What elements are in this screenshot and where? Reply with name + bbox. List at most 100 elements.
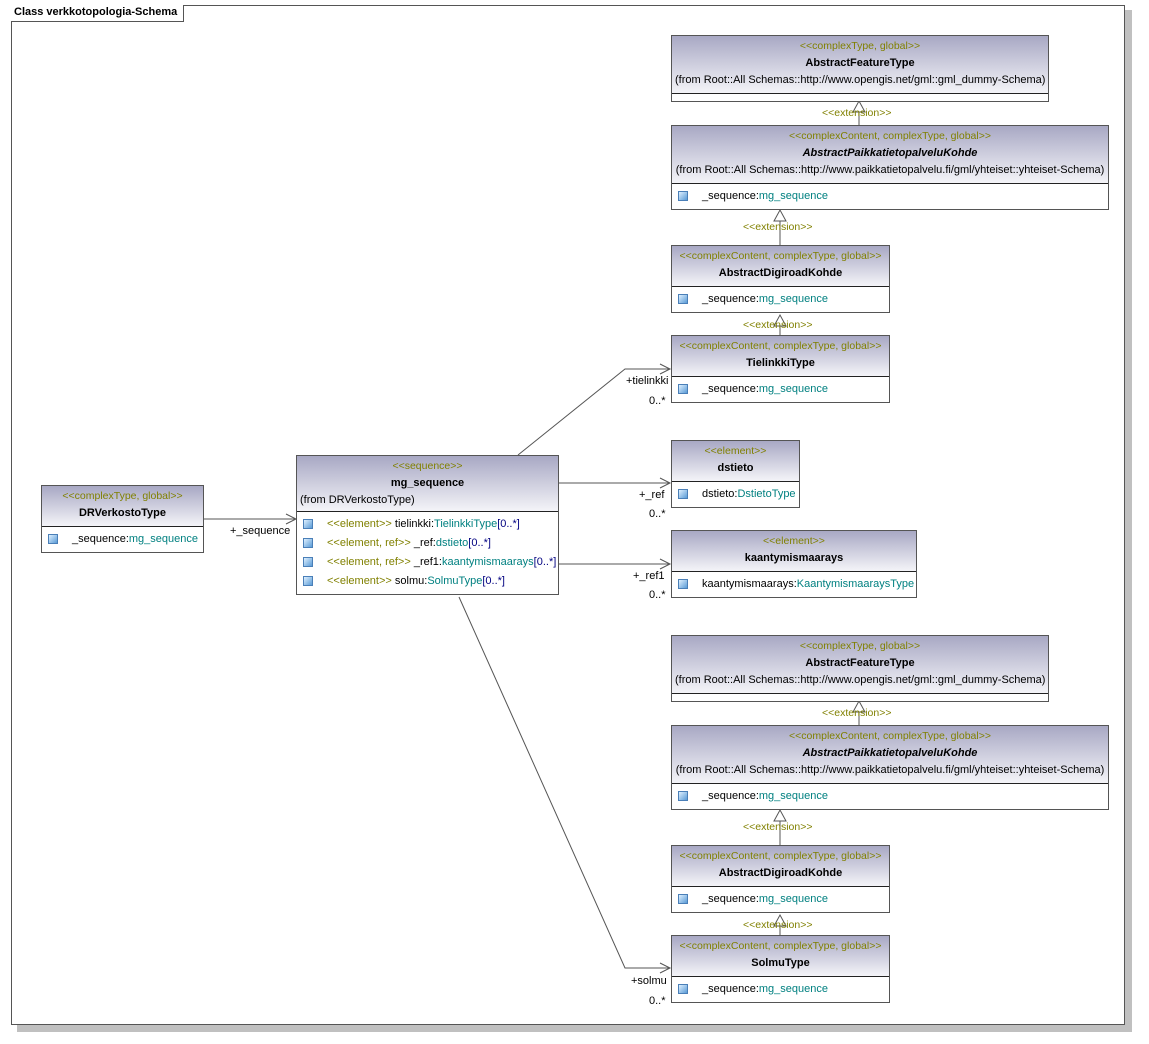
class-drverkostotype[interactable]: <<complexType, global>> DRVerkostoType _… <box>41 485 204 553</box>
attribute-list: <<element>> tielinkki:TielinkkiType[0..*… <box>297 512 558 594</box>
attribute[interactable]: dstieto:DstietoType <box>678 485 799 504</box>
attribute-list: _sequence:mg_sequence <box>672 977 889 1002</box>
class-name: kaantymismaarays <box>744 552 844 564</box>
attribute-icon <box>678 579 688 590</box>
role-label-ref1: +_ref1 <box>633 570 665 582</box>
extension-label: <<extension>> <box>743 919 813 931</box>
class-abstractdigiroadkohde[interactable]: <<complexContent, complexType, global>> … <box>671 245 890 313</box>
class-abstractfeaturetype[interactable]: <<complexType, global>> AbstractFeatureT… <box>671 35 1049 102</box>
class-name: AbstractFeatureType <box>805 657 915 669</box>
stereotype: <<complexType, global>> <box>799 640 921 652</box>
attribute-icon <box>303 576 313 587</box>
class-name: mg_sequence <box>390 477 465 489</box>
stereotype: <<complexContent, complexType, global>> <box>679 340 882 352</box>
multiplicity-tielinkki: 0..* <box>649 395 666 407</box>
attribute[interactable]: _sequence:mg_sequence <box>678 290 889 309</box>
attribute[interactable]: <<element, ref>> _ref:dstieto[0..*] <box>303 534 558 553</box>
extension-label: <<extension>> <box>743 821 813 833</box>
role-label-solmu: +solmu <box>631 975 667 987</box>
class-header: <<complexType, global>> DRVerkostoType <box>42 486 203 527</box>
attribute-icon <box>678 191 688 202</box>
attribute[interactable]: <<element>> solmu:SolmuType[0..*] <box>303 572 558 591</box>
attribute-icon <box>303 557 313 568</box>
class-name: AbstractPaikkatietopalveluKohde <box>802 747 978 759</box>
stereotype: <<complexContent, complexType, global>> <box>679 250 882 262</box>
attribute-icon <box>48 534 58 545</box>
attribute-icon <box>678 294 688 305</box>
stereotype: <<complexType, global>> <box>62 490 183 502</box>
class-header: <<sequence>> mg_sequence (from DRVerkost… <box>297 456 558 512</box>
class-header: <<complexContent, complexType, global>> … <box>672 936 889 977</box>
stereotype: <<complexContent, complexType, global>> <box>679 850 882 862</box>
multiplicity-ref: 0..* <box>649 508 666 520</box>
from-package: (from DRVerkostoType) <box>300 494 415 506</box>
attribute[interactable]: _sequence:mg_sequence <box>678 787 1108 806</box>
attribute-icon <box>678 984 688 995</box>
class-header: <<complexContent, complexType, global>> … <box>672 336 889 377</box>
attribute[interactable]: _sequence:mg_sequence <box>48 530 203 549</box>
stereotype: <<complexContent, complexType, global>> <box>789 130 991 142</box>
attribute-list: _sequence:mg_sequence <box>672 377 889 402</box>
role-label-tielinkki: +tielinkki <box>626 375 669 387</box>
class-header: <<element>> dstieto <box>672 441 799 482</box>
multiplicity-ref1: 0..* <box>649 589 666 601</box>
attribute[interactable]: _sequence:mg_sequence <box>678 890 889 909</box>
extension-label: <<extension>> <box>822 107 892 119</box>
class-name: AbstractPaikkatietopalveluKohde <box>802 147 978 159</box>
class-name: TielinkkiType <box>746 357 815 369</box>
class-dstieto[interactable]: <<element>> dstieto dstieto:DstietoType <box>671 440 800 508</box>
attribute[interactable]: <<element, ref>> _ref1:kaantymismaarays[… <box>303 553 558 572</box>
attribute-list: _sequence:mg_sequence <box>672 784 1108 809</box>
class-mg-sequence[interactable]: <<sequence>> mg_sequence (from DRVerkost… <box>296 455 559 595</box>
attribute-icon <box>678 489 688 500</box>
class-name: SolmuType <box>751 957 810 969</box>
attribute[interactable]: kaantymismaarays:KaantymismaaraysType <box>678 575 916 594</box>
class-abstractpaikkatietopalvelukohde[interactable]: <<complexContent, complexType, global>> … <box>671 725 1109 810</box>
class-name: AbstractFeatureType <box>805 57 915 69</box>
attribute[interactable]: <<element>> tielinkki:TielinkkiType[0..*… <box>303 515 558 534</box>
attribute[interactable]: _sequence:mg_sequence <box>678 980 889 999</box>
attribute-list: kaantymismaarays:KaantymismaaraysType <box>672 572 916 597</box>
stereotype: <<complexContent, complexType, global>> <box>679 940 882 952</box>
stereotype: <<element>> <box>704 445 767 457</box>
role-label-ref: +_ref <box>639 489 665 501</box>
class-header: <<complexType, global>> AbstractFeatureT… <box>672 636 1048 694</box>
stereotype: <<sequence>> <box>392 460 463 472</box>
class-solmutype[interactable]: <<complexContent, complexType, global>> … <box>671 935 890 1003</box>
class-header: <<element>> kaantymismaarays <box>672 531 916 572</box>
class-header: <<complexContent, complexType, global>> … <box>672 846 889 887</box>
class-header: <<complexContent, complexType, global>> … <box>672 246 889 287</box>
extension-label: <<extension>> <box>822 707 892 719</box>
attribute-icon <box>678 894 688 905</box>
class-name: AbstractDigiroadKohde <box>718 867 843 879</box>
stereotype: <<element>> <box>763 535 825 547</box>
role-label-sequence: +_sequence <box>230 525 291 537</box>
attribute-icon <box>303 519 313 530</box>
class-tielinkkitype[interactable]: <<complexContent, complexType, global>> … <box>671 335 890 403</box>
from-package: (from Root::All Schemas::http://www.open… <box>675 74 1046 86</box>
class-name: DRVerkostoType <box>78 507 166 519</box>
from-package: (from Root::All Schemas::http://www.paik… <box>675 764 1105 776</box>
class-kaantymismaarays[interactable]: <<element>> kaantymismaarays kaantymisma… <box>671 530 917 598</box>
class-abstractdigiroadkohde[interactable]: <<complexContent, complexType, global>> … <box>671 845 890 913</box>
class-abstractpaikkatietopalvelukohde[interactable]: <<complexContent, complexType, global>> … <box>671 125 1109 210</box>
attribute-list: dstieto:DstietoType <box>672 482 799 507</box>
class-header: <<complexContent, complexType, global>> … <box>672 126 1108 184</box>
diagram-title: Class verkkotopologia-Schema <box>11 5 185 22</box>
from-package: (from Root::All Schemas::http://www.open… <box>675 674 1046 686</box>
attribute[interactable]: _sequence:mg_sequence <box>678 380 889 399</box>
attribute-list: _sequence:mg_sequence <box>42 527 203 552</box>
class-abstractfeaturetype[interactable]: <<complexType, global>> AbstractFeatureT… <box>671 635 1049 702</box>
attribute-icon <box>678 384 688 395</box>
class-header: <<complexContent, complexType, global>> … <box>672 726 1108 784</box>
stereotype: <<complexType, global>> <box>799 40 921 52</box>
attribute-icon <box>303 538 313 549</box>
extension-label: <<extension>> <box>743 221 813 233</box>
class-name: dstieto <box>717 462 754 474</box>
empty-compartment <box>672 94 1048 101</box>
attribute-list: _sequence:mg_sequence <box>672 184 1108 209</box>
multiplicity-solmu: 0..* <box>649 995 666 1007</box>
extension-label: <<extension>> <box>743 319 813 331</box>
attribute[interactable]: _sequence:mg_sequence <box>678 187 1108 206</box>
attribute-list: _sequence:mg_sequence <box>672 287 889 312</box>
